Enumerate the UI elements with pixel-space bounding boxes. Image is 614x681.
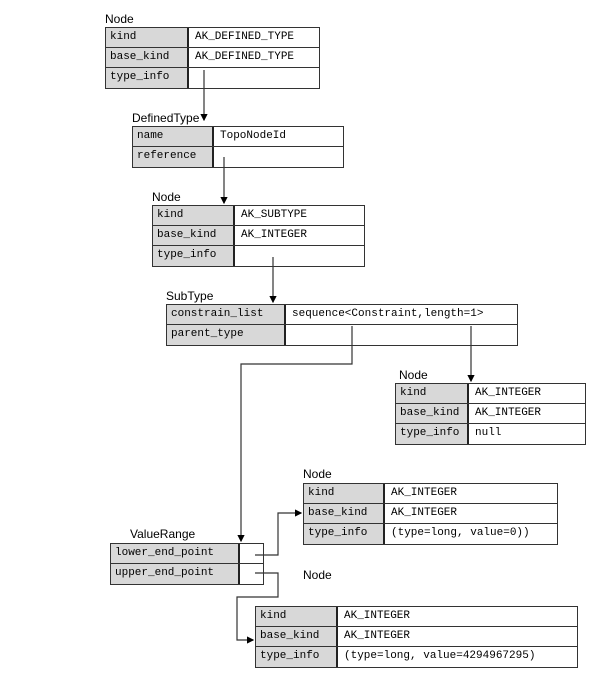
node-title: Node (303, 467, 332, 481)
field-row: type_info (153, 246, 364, 266)
field-name: base_kind (304, 504, 385, 523)
field-value: AK_INTEGER (475, 407, 542, 419)
field-value: AK_SUBTYPE (241, 209, 308, 221)
field-value: AK_DEFINED_TYPE (195, 51, 295, 63)
field-row: upper_end_point (111, 564, 263, 584)
field-name: base_kind (256, 627, 338, 646)
node-title: ValueRange (130, 527, 196, 541)
field-row: base_kind AK_INTEGER (396, 404, 585, 424)
field-value: TopoNodeId (220, 130, 287, 142)
field-value: null (475, 427, 502, 439)
node-title: Node (152, 190, 181, 204)
field-name: name (133, 127, 214, 146)
field-name: type_info (153, 246, 235, 266)
field-row: lower_end_point (111, 544, 263, 564)
node-title: SubType (166, 289, 214, 303)
field-row: constrain_list sequence<Constraint,length… (167, 305, 517, 325)
field-value (286, 325, 517, 345)
node-table-node: kind AK_SUBTYPE base_kind AK_INTEGER type_in… (152, 205, 365, 267)
field-name: upper_end_point (111, 564, 240, 584)
field-row: base_kind AK_DEFINED_TYPE (106, 48, 319, 68)
field-name: kind (304, 484, 385, 503)
field-name: kind (106, 28, 189, 47)
field-value: AK_INTEGER (391, 507, 458, 519)
field-row: base_kind AK_INTEGER (256, 627, 577, 647)
node-table-definedtype: name TopoNodeId reference (132, 126, 344, 168)
field-row: type_info (106, 68, 319, 88)
field-name: base_kind (106, 48, 189, 67)
field-value: AK_INTEGER (475, 387, 542, 399)
field-name: kind (256, 607, 338, 626)
field-name: lower_end_point (111, 544, 240, 563)
field-name: type_info (396, 424, 469, 444)
field-row: kind AK_INTEGER (256, 607, 577, 627)
field-row: base_kind AK_INTEGER (153, 226, 364, 246)
arrow-lower-end-point (255, 509, 303, 556)
field-name: parent_type (167, 325, 286, 345)
field-value: (type=long, value=0)) (391, 527, 530, 539)
node-title: Node (399, 368, 428, 382)
arrow-upper-end-point (236, 572, 279, 644)
field-value: AK_INTEGER (391, 487, 458, 499)
field-value: AK_INTEGER (344, 610, 411, 622)
field-row: kind AK_DEFINED_TYPE (106, 28, 319, 48)
field-row: name TopoNodeId (133, 127, 343, 147)
field-value: sequence<Constraint,length=1> (292, 308, 484, 320)
field-value (214, 147, 343, 167)
field-value: AK_INTEGER (241, 229, 308, 241)
field-name: constrain_list (167, 305, 286, 324)
field-value (240, 564, 263, 584)
field-row: kind AK_INTEGER (304, 484, 557, 504)
field-name: kind (396, 384, 469, 403)
field-row: kind AK_SUBTYPE (153, 206, 364, 226)
field-row: type_info (type=long, value=0)) (304, 524, 557, 544)
field-value: (type=long, value=4294967295) (344, 650, 536, 662)
field-row: reference (133, 147, 343, 167)
field-row: type_info (type=long, value=4294967295) (256, 647, 577, 667)
field-name: type_info (106, 68, 189, 88)
field-name: base_kind (396, 404, 469, 423)
field-row: kind AK_INTEGER (396, 384, 585, 404)
field-name: kind (153, 206, 235, 225)
field-name: type_info (256, 647, 338, 667)
field-value (189, 68, 319, 88)
field-row: type_info null (396, 424, 585, 444)
field-value (240, 544, 263, 563)
field-name: type_info (304, 524, 385, 544)
field-value: AK_INTEGER (344, 630, 411, 642)
node-title: DefinedType (132, 111, 200, 125)
node-table-subtype: constrain_list sequence<Constraint,length… (166, 304, 518, 346)
field-value: AK_DEFINED_TYPE (195, 31, 295, 43)
field-name: reference (133, 147, 214, 167)
field-row: parent_type (167, 325, 517, 345)
field-name: base_kind (153, 226, 235, 245)
field-value (235, 246, 364, 266)
node-title: Node (105, 12, 134, 26)
field-row: base_kind AK_INTEGER (304, 504, 557, 524)
node-title: Node (303, 568, 332, 582)
